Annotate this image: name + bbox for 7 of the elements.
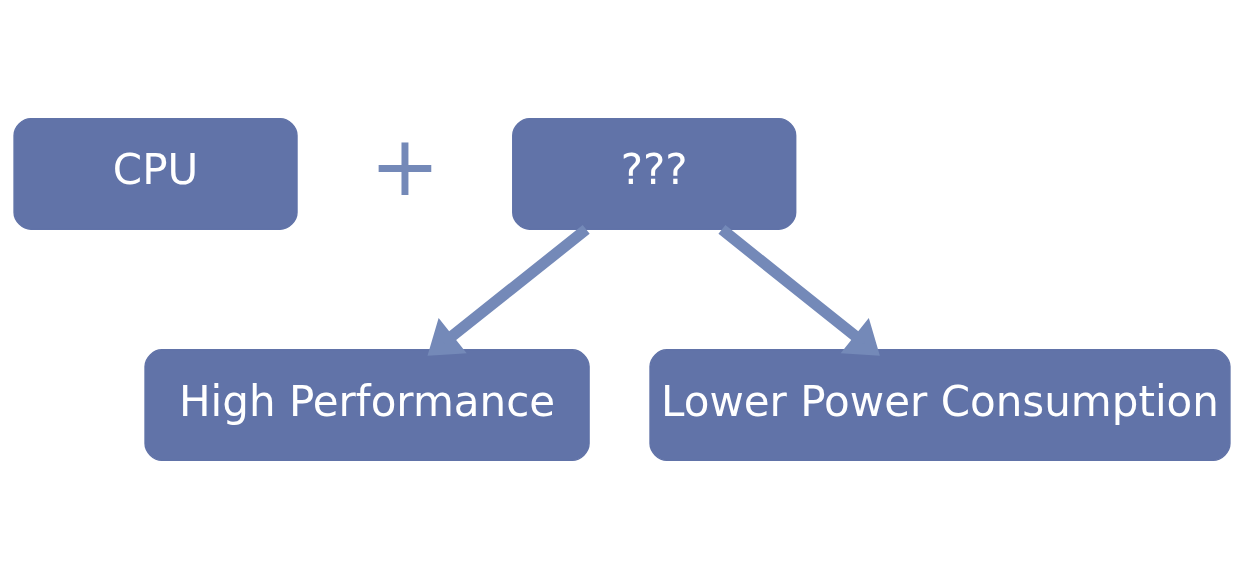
node-box: CPU: [13, 117, 298, 230]
arrow: [718, 225, 880, 356]
node-box: ???: [512, 117, 797, 230]
label: +: [369, 116, 441, 215]
node-box: High Performance: [144, 349, 590, 462]
node-box: Lower Power Consumption: [649, 349, 1231, 462]
arrow: [427, 225, 590, 356]
